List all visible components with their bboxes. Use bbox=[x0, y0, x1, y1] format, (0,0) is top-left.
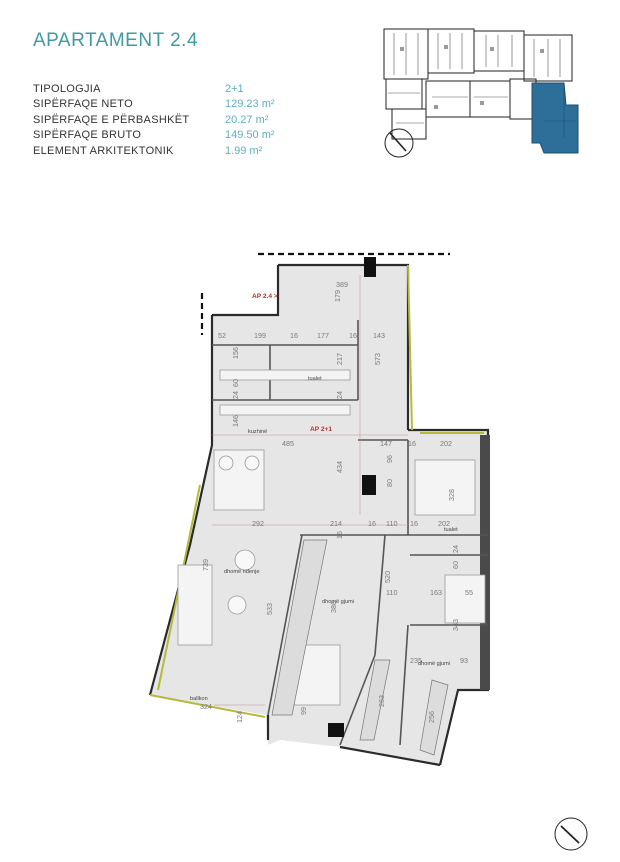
dim-label: 24 bbox=[231, 391, 240, 399]
north-arrow-icon bbox=[554, 817, 588, 851]
spec-label: SIPËRFAQE NETO bbox=[33, 98, 133, 111]
dim-label: 179 bbox=[333, 290, 342, 302]
dim-label: 147 bbox=[380, 439, 392, 448]
spec-label: SIPËRFAQE BRUTO bbox=[33, 129, 142, 142]
spec-value: 2+1 bbox=[225, 82, 244, 95]
dim-label: 16 bbox=[408, 439, 416, 448]
room-bedroom-2: dhomë gjumi bbox=[418, 661, 450, 667]
dim-label: 263 bbox=[377, 695, 386, 707]
dim-label: 52 bbox=[218, 331, 226, 340]
dim-label: 80 bbox=[385, 479, 394, 487]
highlighted-unit bbox=[531, 82, 579, 154]
dim-label: 324 bbox=[200, 702, 212, 711]
dim-label: 343 bbox=[451, 619, 460, 631]
spec-value: 1.99 m² bbox=[225, 144, 263, 157]
spec-value: 129.23 m² bbox=[225, 98, 275, 111]
corridor-unit-label: AP 2.4 > bbox=[252, 293, 278, 300]
dim-label: 739 bbox=[201, 559, 210, 571]
dim-label: 202 bbox=[438, 519, 450, 528]
dim-label: 96 bbox=[385, 455, 394, 463]
spec-value: 149.50 m² bbox=[225, 129, 275, 142]
spec-row-net-area: SIPËRFAQE NETO 129.23 m² bbox=[33, 97, 275, 113]
dim-label: 99 bbox=[299, 707, 308, 715]
dim-label: 386 bbox=[329, 601, 338, 613]
spec-value: 20.27 m² bbox=[225, 113, 269, 126]
dim-label: 124 bbox=[235, 711, 244, 723]
dim-label: 214 bbox=[330, 519, 342, 528]
spec-row-architectural-element: ELEMENT ARKITEKTONIK 1.99 m² bbox=[33, 143, 275, 159]
dim-label: 217 bbox=[335, 353, 344, 365]
room-kitchen: kuzhinë bbox=[248, 429, 267, 435]
dim-label: 60 bbox=[451, 561, 460, 569]
dim-label: 177 bbox=[317, 331, 329, 340]
room-balcony: ballkon bbox=[190, 696, 208, 702]
dim-label: 163 bbox=[430, 588, 442, 597]
spec-row-common-area: SIPËRFAQE E PËRBASHKËT 20.27 m² bbox=[33, 112, 275, 128]
spec-label: TIPOLOGJIA bbox=[33, 82, 101, 95]
spec-label: ELEMENT ARKITEKTONIK bbox=[33, 144, 174, 157]
dim-label: 110 bbox=[386, 519, 397, 528]
dim-label: 485 bbox=[282, 439, 294, 448]
dim-label: 60 bbox=[231, 379, 240, 387]
dim-label: 24 bbox=[451, 545, 460, 553]
room-toilet-2: tualet bbox=[444, 527, 458, 533]
dim-label: 256 bbox=[427, 711, 436, 723]
dim-label: 434 bbox=[335, 461, 344, 473]
dim-label: 199 bbox=[254, 331, 266, 340]
dim-label: 24 bbox=[335, 391, 344, 399]
dim-label: 143 bbox=[373, 331, 385, 340]
room-living: dhomë ndenje bbox=[224, 569, 259, 575]
compass-icon bbox=[384, 128, 414, 158]
spec-row-typology: TIPOLOGJIA 2+1 bbox=[33, 81, 275, 97]
dim-label: 389 bbox=[336, 280, 348, 289]
spec-row-gross-area: SIPËRFAQE BRUTO 149.50 m² bbox=[33, 128, 275, 144]
dim-label: 235 bbox=[410, 656, 422, 665]
dim-label: 55 bbox=[465, 588, 473, 597]
room-bedroom-1: dhomë gjumi bbox=[322, 599, 354, 605]
dim-label: 156 bbox=[231, 347, 240, 359]
dim-label: 146 bbox=[231, 415, 240, 427]
dim-label: 16 bbox=[335, 531, 344, 539]
specs-table: TIPOLOGJIA 2+1 SIPËRFAQE NETO 129.23 m² … bbox=[33, 81, 275, 159]
unit-label: AP 2+1 bbox=[310, 426, 332, 433]
exterior-wall-block bbox=[480, 435, 490, 690]
floor-plan: AP 2.4 > AP 2+1 tualet kuzhinë dhomë nde… bbox=[148, 252, 490, 767]
key-plan bbox=[383, 28, 579, 158]
dim-label: 573 bbox=[373, 353, 382, 365]
dim-label: 93 bbox=[460, 656, 468, 665]
dim-label: 292 bbox=[252, 519, 264, 528]
dim-label: 110 bbox=[386, 588, 397, 597]
room-toilet-1: tualet bbox=[308, 376, 322, 382]
spec-label: SIPËRFAQE E PËRBASHKËT bbox=[33, 113, 190, 126]
dim-label: 16 bbox=[410, 519, 418, 528]
dim-label: 16 bbox=[290, 331, 298, 340]
dim-label: 520 bbox=[383, 571, 392, 583]
dim-label: 328 bbox=[447, 489, 456, 501]
apartment-floor bbox=[150, 265, 488, 765]
dim-label: 16 bbox=[368, 519, 376, 528]
dim-label: 202 bbox=[440, 439, 452, 448]
page-title: APARTAMENT 2.4 bbox=[33, 30, 199, 51]
dim-label: 533 bbox=[265, 603, 274, 615]
dim-label: 16 bbox=[349, 331, 357, 340]
